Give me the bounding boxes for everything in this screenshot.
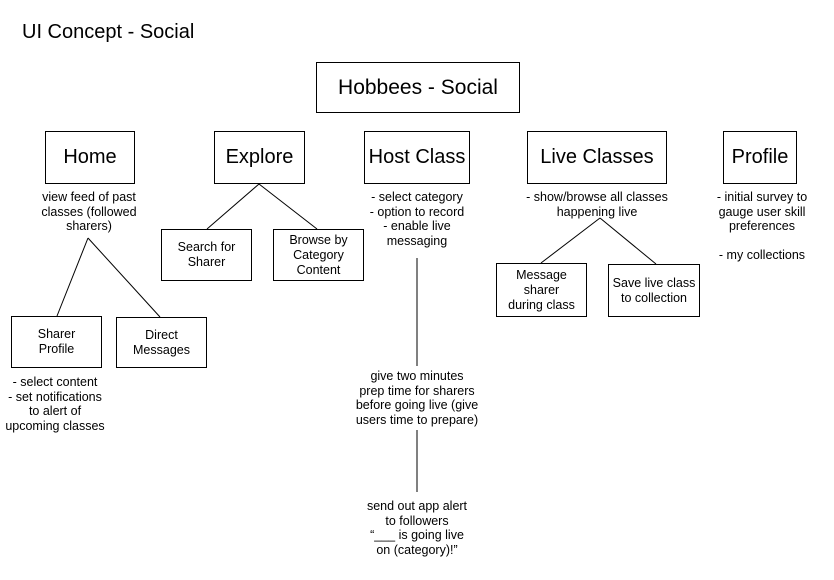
page-title: UI Concept - Social	[22, 21, 195, 43]
browse-category-node[interactable]: Browse by Category Content	[273, 229, 364, 281]
host-class-step-1: give two minutes prep time for sharers b…	[348, 369, 486, 427]
search-sharer-node[interactable]: Search for Sharer	[161, 229, 252, 281]
connector-home-to-sharer-profile	[56, 237, 89, 317]
connector-explore-to-browse	[258, 183, 318, 230]
sharer-profile-note: - select content - set notifications to …	[5, 375, 105, 433]
host-class-note: - select category - option to record - e…	[369, 190, 465, 248]
host-class-node-label: Host Class	[368, 146, 466, 168]
save-live-class-node-label: Save live class to collection	[612, 275, 696, 305]
connector-live-to-message	[540, 217, 601, 264]
search-sharer-node-label: Search for Sharer	[177, 240, 236, 269]
connector-explore-to-search	[206, 183, 260, 230]
profile-node-label: Profile	[731, 146, 789, 168]
home-node-label: Home	[63, 146, 117, 168]
host-class-step-2: send out app alert to followers “___ is …	[366, 499, 468, 557]
connector-home-to-direct-messages	[87, 237, 161, 318]
live-classes-note: - show/browse all classes happening live	[526, 190, 668, 219]
direct-messages-node[interactable]: Direct Messages	[116, 317, 207, 368]
profile-note: - initial survey to gauge user skill pre…	[716, 190, 808, 262]
explore-node-label: Explore	[225, 146, 294, 168]
connector-live-to-save	[599, 217, 657, 265]
profile-node[interactable]: Profile	[723, 131, 797, 184]
live-classes-node-label: Live Classes	[540, 146, 654, 168]
sharer-profile-node[interactable]: Sharer Profile	[11, 316, 102, 368]
root-node-label: Hobbees - Social	[338, 75, 498, 99]
message-sharer-node[interactable]: Message sharer during class	[496, 263, 587, 317]
home-note: view feed of past classes (followed shar…	[41, 190, 137, 233]
root-node[interactable]: Hobbees - Social	[316, 62, 520, 113]
host-class-node[interactable]: Host Class	[364, 131, 470, 184]
home-node[interactable]: Home	[45, 131, 135, 184]
save-live-class-node[interactable]: Save live class to collection	[608, 264, 700, 317]
explore-node[interactable]: Explore	[214, 131, 305, 184]
direct-messages-node-label: Direct Messages	[133, 327, 190, 357]
message-sharer-node-label: Message sharer during class	[508, 267, 575, 312]
sharer-profile-node-label: Sharer Profile	[37, 327, 76, 356]
live-classes-node[interactable]: Live Classes	[527, 131, 667, 184]
browse-category-node-label: Browse by Category Content	[289, 232, 348, 277]
